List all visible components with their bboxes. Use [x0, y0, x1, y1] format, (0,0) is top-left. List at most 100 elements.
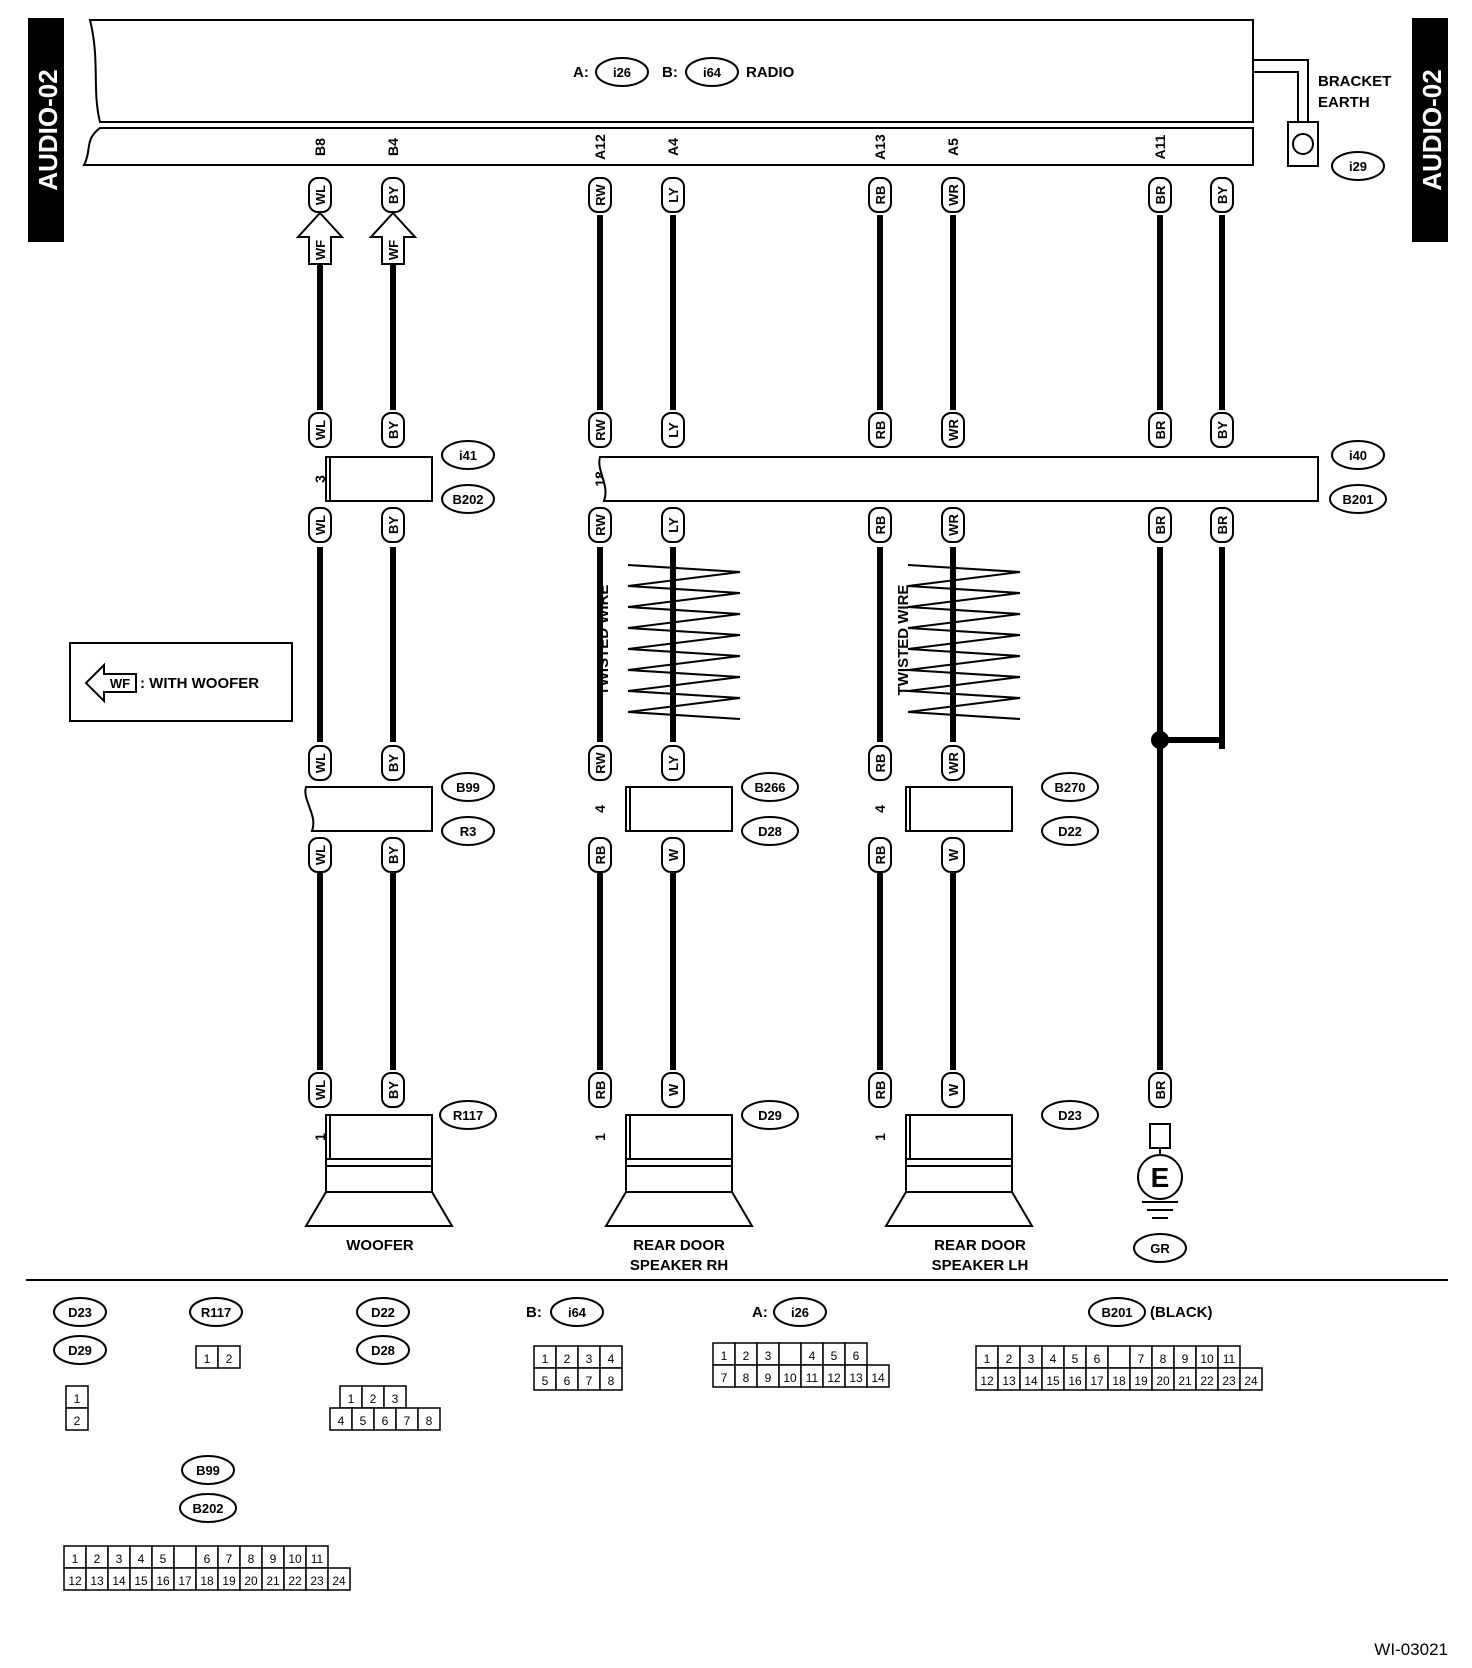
- wire-color-j1-bottom-box: [941, 507, 965, 543]
- wire-color-top: LY: [666, 187, 681, 203]
- pin-number: 4: [1050, 1352, 1057, 1366]
- bracket-label-1: BRACKET: [1318, 73, 1391, 90]
- pin-number: 16: [156, 1574, 170, 1588]
- face-i26-prefix: A:: [752, 1304, 768, 1321]
- connector-faces: D23 D29 R117 D22 D28 B: i64 A: i26 B201 …: [53, 1297, 1212, 1523]
- pin-number: 4: [138, 1552, 145, 1566]
- wires: B8WLWFWL3WLWL22WLWL1B4BYWFBY4BYBY9BYBY2A…: [295, 134, 1234, 1141]
- pin-cell: [866, 1364, 890, 1388]
- pin-number: 11: [1223, 1352, 1236, 1366]
- wire-color-j2-top-box: [588, 745, 612, 781]
- wire-color-j2-top: LY: [666, 755, 681, 771]
- connector-i29: i29: [1349, 159, 1367, 174]
- pin-number: 7: [1138, 1352, 1145, 1366]
- wire-B8: B8WLWFWL3WLWL22WLWL1: [295, 138, 345, 1141]
- pin-number: 5: [542, 1374, 549, 1388]
- pin-grid-d23: 12: [65, 1385, 89, 1431]
- wire-color-j2-top: RB: [873, 754, 888, 773]
- pin-number: 13: [849, 1371, 863, 1385]
- pin-number: 3: [392, 1392, 399, 1406]
- rh-label-1: REAR DOOR: [633, 1237, 725, 1254]
- pin-cell: [173, 1545, 197, 1569]
- pin-number: 5: [160, 1552, 167, 1566]
- wire-color-j2-bottom-box: [661, 837, 685, 873]
- pin-number: 14: [871, 1371, 885, 1385]
- pin-number: 14: [112, 1574, 126, 1588]
- wire-color-top: RB: [873, 186, 888, 205]
- pin-number: 21: [1178, 1374, 1192, 1388]
- woofer-legend: WF : WITH WOOFER: [69, 642, 293, 722]
- connector-d23: D23: [1058, 1108, 1082, 1123]
- radio-code-b: i64: [703, 65, 722, 80]
- wire-color-j1-bottom-box: [661, 507, 685, 543]
- wf-arrow-label: WF: [386, 240, 401, 260]
- pin-number: 7: [226, 1552, 233, 1566]
- wire-color-j2-bottom: W: [946, 848, 961, 861]
- wire-color-j1-top-box: [1210, 412, 1234, 448]
- connector-d22: D22: [1058, 824, 1082, 839]
- earth-joint-wire: [1160, 737, 1225, 749]
- pin-number: 20: [1156, 1374, 1170, 1388]
- pin-number: 1: [204, 1352, 211, 1366]
- pin-cell: [1107, 1345, 1131, 1369]
- pin-number: 1: [72, 1552, 79, 1566]
- face-b201: B201: [1101, 1305, 1132, 1320]
- pin-number: 11: [311, 1552, 324, 1566]
- wire-color-j1-top-box: [661, 412, 685, 448]
- wire-color-j1-top: BR: [1153, 420, 1168, 439]
- pin-number: 11: [806, 1371, 819, 1385]
- wire-color-j1-bottom: RW: [593, 514, 608, 536]
- twisted-wires: TWISTED WIRE TWISTED WIRE: [595, 564, 1021, 720]
- speakers: R117 WOOFER D29 REAR DOOR SPEAKER RH D23…: [304, 1100, 1187, 1274]
- radio-pin-A13: A13: [872, 134, 888, 160]
- wire-color-j1-top: RB: [873, 421, 888, 440]
- wire-color-top-box: [1210, 177, 1234, 213]
- connector-i40: i40: [1349, 448, 1367, 463]
- wire-color-top: RW: [593, 184, 608, 206]
- pin-number: 2: [564, 1352, 571, 1366]
- connector-b99: B99: [456, 780, 480, 795]
- pin-cell: [417, 1407, 441, 1431]
- wire-color-j2-bottom: RB: [593, 846, 608, 865]
- face-d23: D23: [68, 1305, 92, 1320]
- pin-number: 23: [310, 1574, 324, 1588]
- pin-number: 22: [1200, 1374, 1214, 1388]
- pin-number: 17: [1090, 1374, 1104, 1388]
- connector-r117: R117: [453, 1108, 483, 1123]
- pin-number: 12: [980, 1374, 994, 1388]
- face-r117: R117: [201, 1305, 231, 1320]
- wire-color-j2-bottom-box: [588, 837, 612, 873]
- wire-color-j2-bottom: WL: [313, 845, 328, 865]
- wire-color-j2-top-box: [381, 745, 405, 781]
- legend-symbol: WF: [110, 676, 130, 691]
- lh-label-1: REAR DOOR: [934, 1237, 1026, 1254]
- twisted-label-rh: TWISTED WIRE: [595, 585, 612, 696]
- connector-b201: B201: [1342, 492, 1373, 507]
- pin-cell: [599, 1367, 623, 1391]
- wire-color-top: BY: [386, 186, 401, 204]
- pin-cell: [327, 1567, 351, 1591]
- wire-color-top: BR: [1153, 185, 1168, 204]
- wire-A13: A13RBRB16RBRB4RBRB1: [868, 134, 892, 1141]
- lh-label-2: SPEAKER LH: [932, 1257, 1029, 1274]
- wire-color-j2-bottom-box: [381, 837, 405, 873]
- pin-number: 13: [1002, 1374, 1016, 1388]
- wire-color-j1-top-box: [588, 412, 612, 448]
- pin-number: 14: [1024, 1374, 1038, 1388]
- connector-i41: i41: [459, 448, 477, 463]
- wire-color-top-box: [868, 177, 892, 213]
- pin-number: 1: [348, 1392, 355, 1406]
- wire-color-end-box: [1148, 1072, 1172, 1108]
- pin-number: 4: [338, 1414, 345, 1428]
- earth-code: GR: [1150, 1241, 1170, 1256]
- face-b201-suffix: (BLACK): [1150, 1304, 1212, 1321]
- pin-j2: 4: [872, 805, 888, 813]
- wire-color-j2-top-box: [868, 745, 892, 781]
- pin-number: 8: [248, 1552, 255, 1566]
- face-d29: D29: [68, 1343, 92, 1358]
- radio-pin-A5: A5: [945, 138, 961, 156]
- radio-code-a: i26: [613, 65, 631, 80]
- radio-pin-B8: B8: [312, 138, 328, 156]
